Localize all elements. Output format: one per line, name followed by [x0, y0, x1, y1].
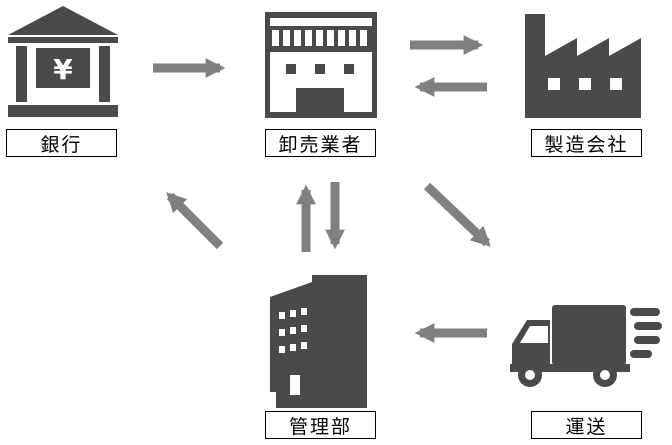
store-icon [265, 12, 377, 118]
manufacturer-label: 製造会社 [531, 129, 642, 157]
factory-icon [525, 14, 641, 118]
bank-yen-symbol: ¥ [53, 53, 73, 86]
bank-icon: ¥ [8, 6, 118, 117]
office-building-icon [270, 275, 367, 408]
wholesaler-label: 卸売業者 [265, 129, 376, 157]
arrow-wholesaler-to-shipping [423, 182, 491, 247]
bank-label: 銀行 [6, 129, 117, 157]
arrow-management-to-bank [166, 192, 224, 250]
delivery-truck-icon [510, 305, 662, 387]
shipping-label: 運送 [531, 411, 642, 439]
management-label: 管理部 [265, 411, 376, 439]
